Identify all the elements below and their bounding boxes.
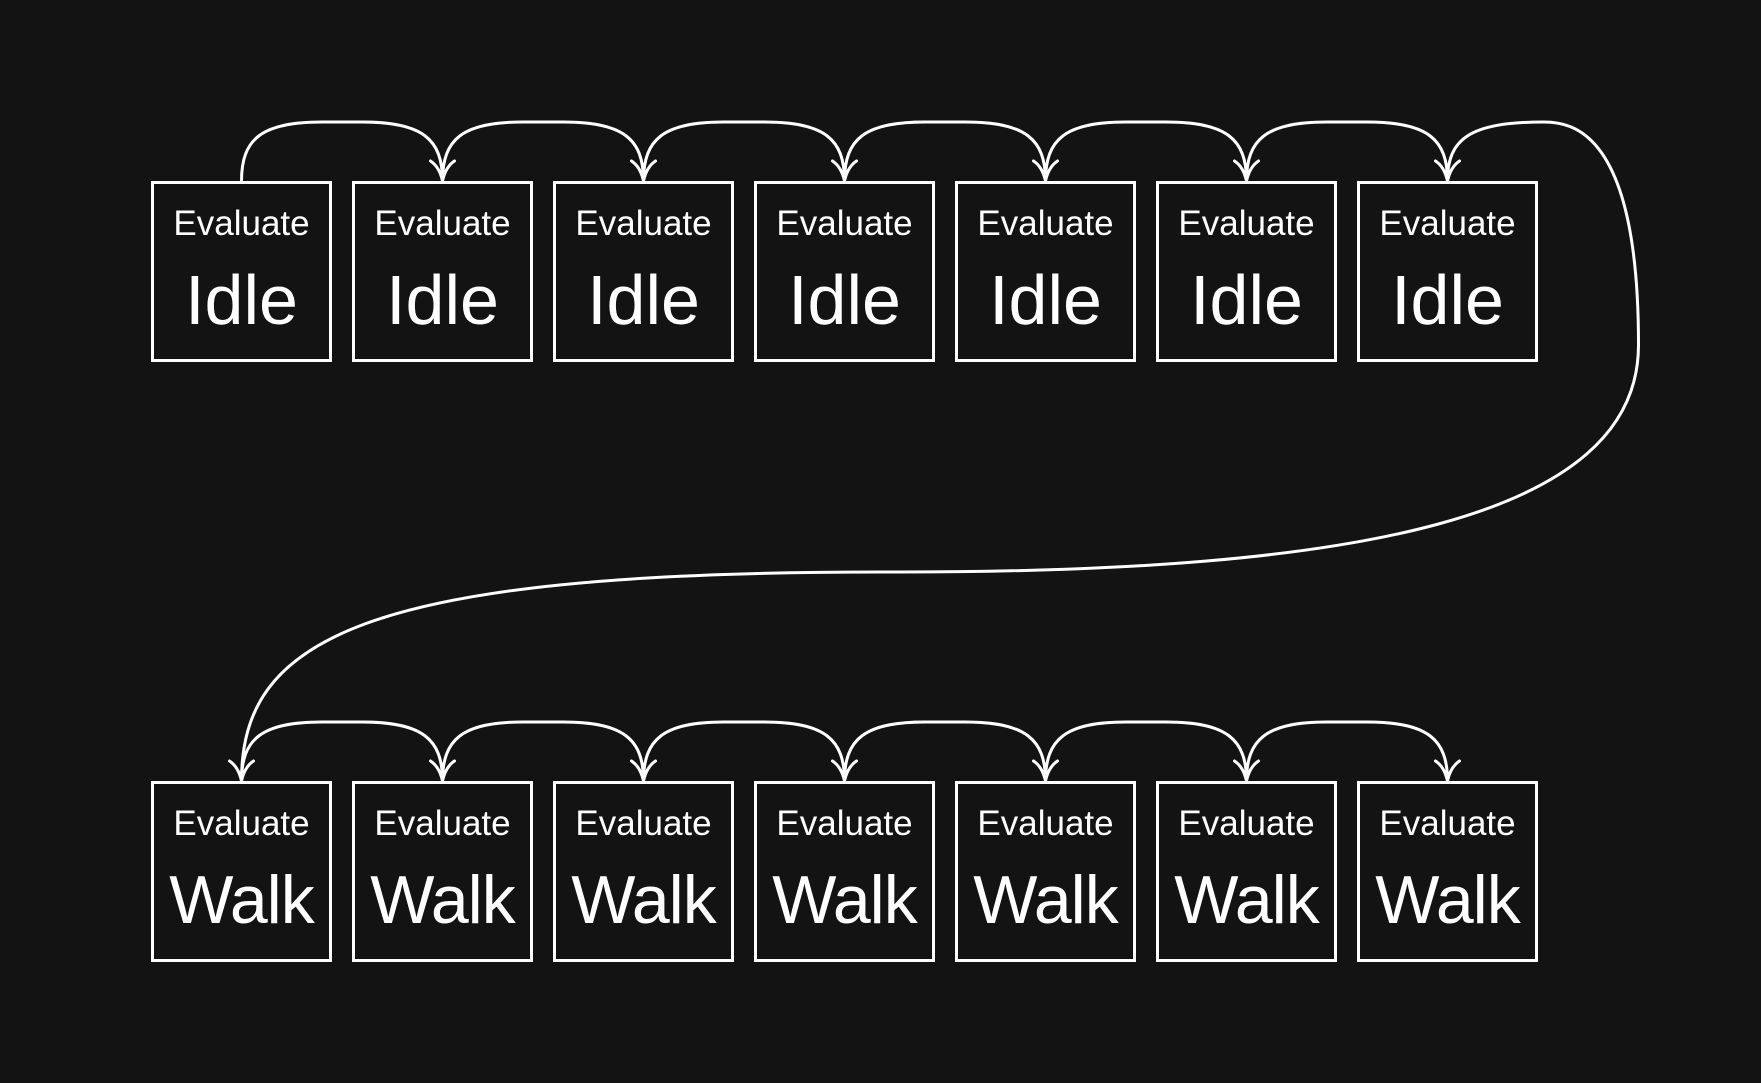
node-idle-6: Evaluate Idle bbox=[1156, 181, 1337, 362]
connector-walk-3-to-4 bbox=[642, 720, 846, 783]
connector-walk-5-to-6 bbox=[1044, 720, 1248, 783]
node-sublabel: Evaluate bbox=[776, 804, 913, 843]
node-idle-2: Evaluate Idle bbox=[352, 181, 533, 362]
node-idle-3: Evaluate Idle bbox=[553, 181, 734, 362]
node-label: Idle bbox=[1190, 261, 1303, 339]
node-sublabel: Evaluate bbox=[977, 804, 1114, 843]
node-sublabel: Evaluate bbox=[173, 204, 310, 243]
node-walk-2: Evaluate Walk bbox=[352, 781, 533, 962]
node-sublabel: Evaluate bbox=[1379, 204, 1516, 243]
connector-idle-5-to-6 bbox=[1044, 120, 1248, 183]
node-idle-4: Evaluate Idle bbox=[754, 181, 935, 362]
node-label: Walk bbox=[571, 862, 717, 938]
connector-idle-6-to-7 bbox=[1245, 120, 1449, 183]
node-sublabel: Evaluate bbox=[374, 204, 511, 243]
node-walk-1: Evaluate Walk bbox=[151, 781, 332, 962]
node-sublabel: Evaluate bbox=[374, 804, 511, 843]
connector-idle-3-to-4 bbox=[642, 120, 846, 183]
connector-idle-4-to-5 bbox=[843, 120, 1047, 183]
node-sublabel: Evaluate bbox=[977, 204, 1114, 243]
connector-walk-2-to-3 bbox=[441, 720, 645, 783]
node-label: Idle bbox=[386, 261, 499, 339]
node-walk-6: Evaluate Walk bbox=[1156, 781, 1337, 962]
node-label: Walk bbox=[370, 862, 516, 938]
connector-walk-4-to-5 bbox=[843, 720, 1047, 783]
node-sublabel: Evaluate bbox=[1379, 804, 1516, 843]
connector-walk-6-to-7 bbox=[1245, 720, 1449, 783]
node-label: Walk bbox=[1174, 862, 1320, 938]
node-label: Walk bbox=[772, 862, 918, 938]
node-sublabel: Evaluate bbox=[173, 804, 310, 843]
connector-idle-2-to-3 bbox=[441, 120, 645, 183]
node-sublabel: Evaluate bbox=[1178, 804, 1315, 843]
node-label: Idle bbox=[989, 261, 1102, 339]
node-label: Walk bbox=[169, 862, 315, 938]
node-label: Walk bbox=[973, 862, 1119, 938]
node-idle-7: Evaluate Idle bbox=[1357, 181, 1538, 362]
node-label: Idle bbox=[587, 261, 700, 339]
node-label: Idle bbox=[185, 261, 298, 339]
node-walk-4: Evaluate Walk bbox=[754, 781, 935, 962]
node-walk-7: Evaluate Walk bbox=[1357, 781, 1538, 962]
node-sublabel: Evaluate bbox=[776, 204, 913, 243]
node-walk-5: Evaluate Walk bbox=[955, 781, 1136, 962]
connector-idle-1-to-2 bbox=[240, 120, 444, 183]
node-label: Walk bbox=[1375, 862, 1521, 938]
node-sublabel: Evaluate bbox=[575, 804, 712, 843]
connector-walk-1-to-2 bbox=[240, 720, 444, 783]
node-walk-3: Evaluate Walk bbox=[553, 781, 734, 962]
node-label: Idle bbox=[1391, 261, 1504, 339]
node-sublabel: Evaluate bbox=[1178, 204, 1315, 243]
node-idle-5: Evaluate Idle bbox=[955, 181, 1136, 362]
node-label: Idle bbox=[788, 261, 901, 339]
connector-idle-7-to-walk-1 bbox=[240, 120, 1640, 783]
node-sublabel: Evaluate bbox=[575, 204, 712, 243]
node-idle-1: Evaluate Idle bbox=[151, 181, 332, 362]
